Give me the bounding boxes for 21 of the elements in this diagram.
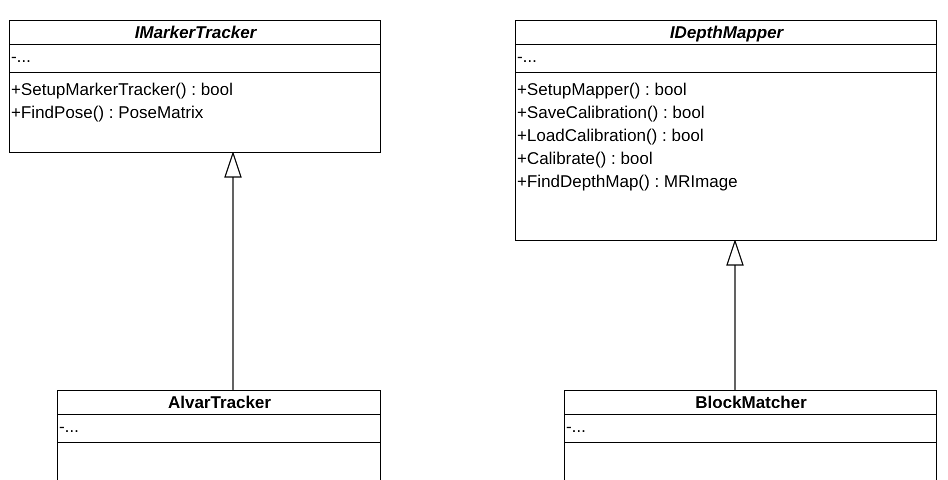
class-name: IMarkerTracker [134, 22, 256, 44]
method-text: +SetupMapper() : bool [516, 79, 687, 101]
method-text: +FindPose() : PoseMatrix [10, 102, 204, 124]
class-name: AlvarTracker [166, 392, 272, 414]
method-text: +Calibrate() : bool [516, 148, 653, 170]
class-name: IDepthMapper [668, 22, 784, 44]
attribute-text: -... [10, 46, 31, 68]
class-name: BlockMatcher [694, 392, 807, 414]
method-text: +FindDepthMap() : MRImage [516, 171, 738, 193]
attribute-text: -... [565, 416, 586, 438]
class-box [9, 20, 381, 153]
method-text: +SetupMarkerTracker() : bool [10, 79, 233, 101]
attribute-text: -... [516, 46, 537, 68]
inheritance-arrow [224, 152, 242, 390]
method-text: +LoadCalibration() : bool [516, 125, 704, 147]
class-box [515, 20, 937, 241]
class-box [564, 390, 937, 480]
attribute-text: -... [58, 416, 79, 438]
method-text: +SaveCalibration() : bool [516, 102, 705, 124]
class-box [57, 390, 381, 480]
inheritance-arrow [726, 240, 744, 390]
